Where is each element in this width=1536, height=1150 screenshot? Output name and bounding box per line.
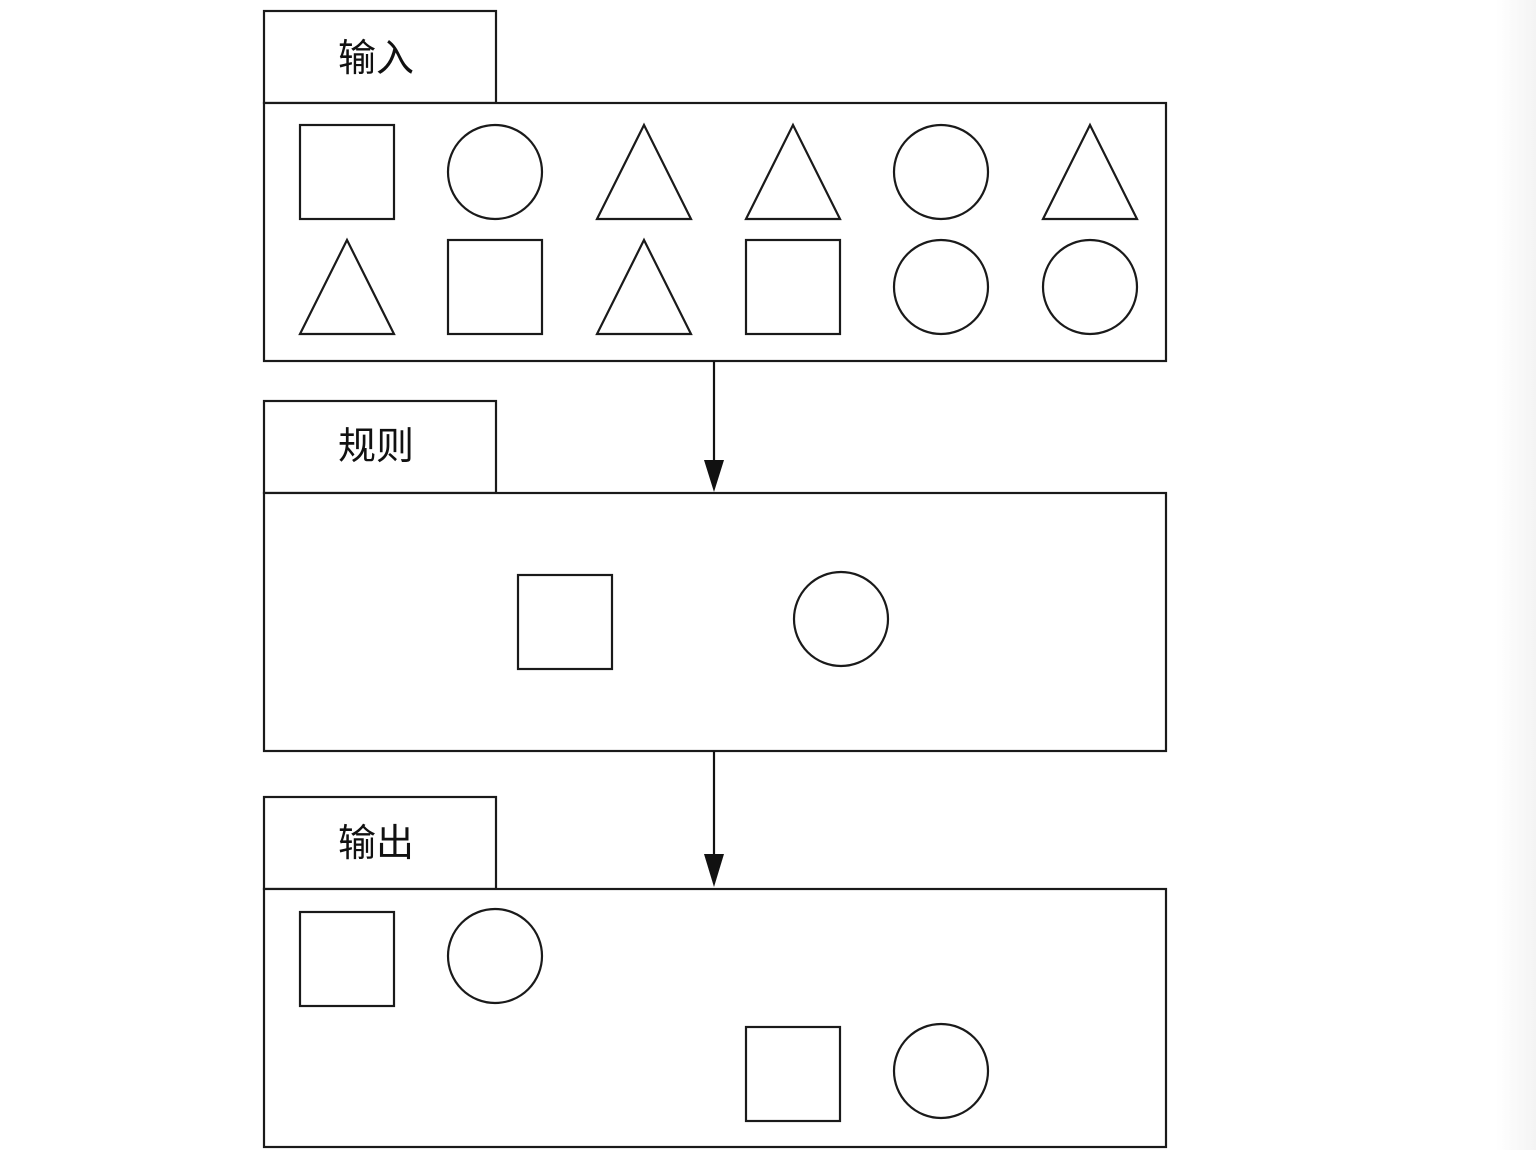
triangle-icon [1041, 122, 1139, 221]
panel-output-label: 输出 [338, 821, 414, 865]
panel-rule-label: 规则 [338, 424, 414, 468]
triangle-icon [595, 237, 693, 336]
square-icon [744, 1025, 842, 1123]
triangle-icon [744, 122, 842, 221]
panel-rule-tab [262, 399, 498, 495]
panel-rule-box [262, 491, 1168, 753]
square-icon [744, 238, 842, 336]
circle-icon [1041, 238, 1139, 336]
circle-icon [892, 238, 990, 336]
circle-icon [446, 123, 544, 221]
panel-output-shapes [298, 907, 990, 1123]
square-icon [446, 238, 544, 336]
circle-icon [446, 907, 544, 1005]
square-icon [516, 573, 614, 671]
arrow-down-icon [704, 460, 724, 492]
triangle-icon [595, 122, 693, 221]
circle-icon [792, 570, 890, 668]
panel-rule-shapes [516, 570, 890, 671]
panel-input-box [262, 101, 1168, 363]
connector-input-to-rule [704, 361, 724, 492]
panel-input-label: 输入 [338, 36, 414, 80]
square-icon [298, 123, 396, 221]
panel-output-box [262, 887, 1168, 1149]
panel-output: 输出 [262, 795, 1168, 1149]
circle-icon [892, 123, 990, 221]
panel-input: 输入 [262, 9, 1168, 363]
connector-rule-to-output [704, 751, 724, 887]
triangle-icon [298, 237, 396, 336]
panel-input-shapes [298, 122, 1139, 336]
panel-output-tab [262, 795, 498, 891]
square-icon [298, 910, 396, 1008]
arrow-down-icon [704, 854, 724, 887]
panel-rule: 规则 [262, 399, 1168, 753]
panel-input-tab [262, 9, 498, 105]
circle-icon [892, 1022, 990, 1120]
page-edge [1496, 0, 1536, 1150]
